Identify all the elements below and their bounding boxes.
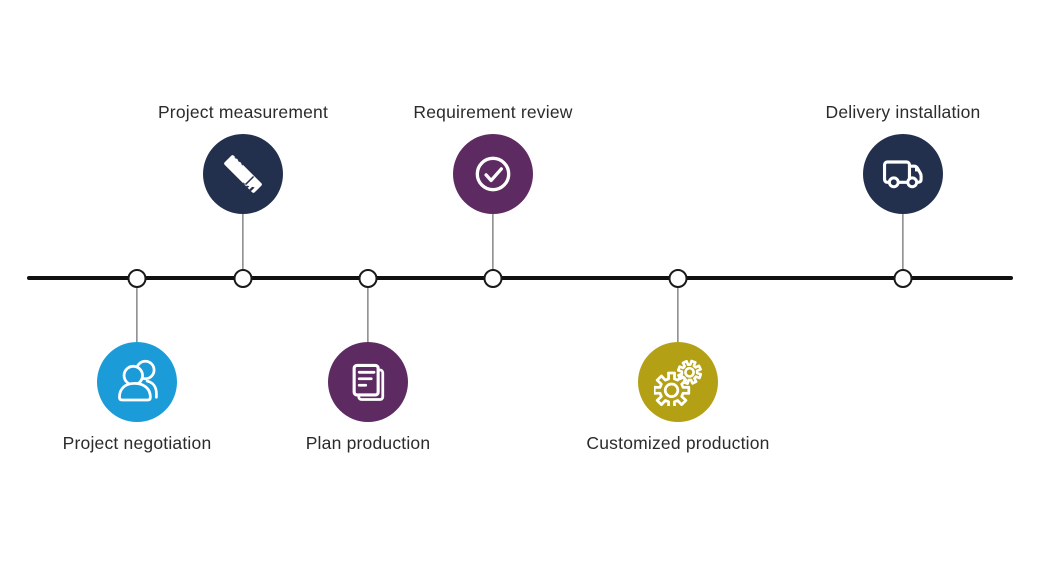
connector-line <box>492 214 494 269</box>
milestone-label-requirement-review: Requirement review <box>413 102 573 122</box>
milestone-label-project-negotiation: Project negotiation <box>62 433 212 453</box>
timeline-node <box>127 269 147 288</box>
document-icon <box>352 363 385 401</box>
connector-line <box>367 288 369 342</box>
plan-production-circle <box>328 342 408 422</box>
timeline-line <box>27 276 1013 280</box>
timeline-node <box>233 269 253 288</box>
connector-line <box>902 214 904 269</box>
milestone-label-delivery-installation: Delivery installation <box>825 102 981 122</box>
truck-icon <box>882 160 923 189</box>
customized-production-circle <box>638 342 718 422</box>
people-icon <box>118 359 158 402</box>
ruler-pencil-icon <box>224 155 262 193</box>
timeline-node <box>358 269 378 288</box>
connector-line <box>677 288 679 342</box>
delivery-installation-circle <box>863 134 943 214</box>
milestone-label-customized-production: Customized production <box>586 433 770 453</box>
connector-line <box>136 288 138 342</box>
requirement-review-circle <box>453 134 533 214</box>
timeline-node <box>893 269 913 288</box>
milestone-label-project-measurement: Project measurement <box>157 102 329 122</box>
milestone-label-plan-production: Plan production <box>305 433 431 453</box>
check-circle-icon <box>475 156 511 192</box>
gears-icon <box>654 359 702 406</box>
timeline-node <box>668 269 688 288</box>
timeline-node <box>483 269 503 288</box>
project-measurement-circle <box>203 134 283 214</box>
connector-line <box>242 214 244 269</box>
project-negotiation-circle <box>97 342 177 422</box>
